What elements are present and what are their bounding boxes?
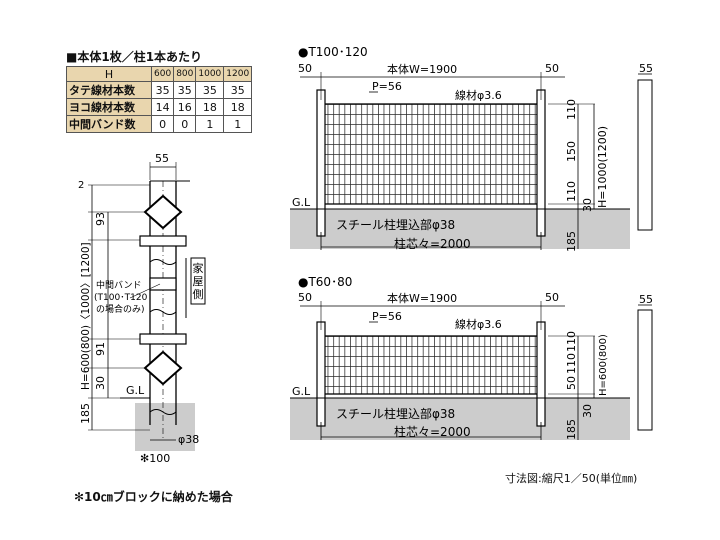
t100-dim-185: 185: [565, 231, 578, 252]
table-row: タテ線材本数 35 35 35 35: [66, 81, 253, 99]
lower-clamp: [139, 333, 187, 345]
t60-body-width: 本体W=1900: [387, 291, 457, 305]
t100-title: ●T100･120: [298, 45, 368, 59]
t60-height: H=600(800): [598, 334, 609, 396]
spec-table: H 600 800 1000 1200 タテ線材本数 35 35 35 35 ヨ…: [66, 66, 253, 133]
t60-mesh-panel: [321, 335, 541, 395]
t60-right-post-dim: 50: [545, 291, 559, 304]
post-diameter: φ38: [178, 433, 199, 446]
table-header-label: H: [66, 66, 152, 82]
t100-left-post: [316, 89, 326, 237]
table-header-height: 800: [173, 66, 197, 82]
leader-line: [129, 283, 161, 299]
upper-clamp: [139, 235, 187, 247]
house-side-char: 家: [193, 261, 204, 275]
footer-note: ✻10㎝ブロックに納めた場合: [74, 490, 233, 504]
t60-pitch: P=56: [372, 310, 402, 323]
table-header-row: H 600 800 1000 1200: [66, 66, 253, 82]
t60-left-post-dim: 50: [298, 291, 312, 304]
t60-side-width: 55: [639, 293, 653, 306]
post-detail: 55 2 93 91 30 185 H=600(800)〈1000〉[1200]…: [78, 152, 206, 465]
t60-post-center: 柱芯々=2000: [394, 424, 471, 439]
t100-ground: [290, 209, 630, 249]
t60-right-post: [536, 321, 546, 427]
table-cell: 18: [223, 98, 253, 116]
t60-title: ●T60･80: [298, 275, 352, 289]
t100-right-post-dim: 50: [545, 62, 559, 75]
table-cell: 0: [173, 115, 197, 133]
table-cell: 16: [173, 98, 197, 116]
band-label: の場合のみ): [96, 303, 145, 315]
elevation-t60: ●T60･80 50 50 本体W=1900 P=56 線材φ3.6 11: [290, 275, 653, 440]
break-mark: [149, 309, 177, 315]
t60-ground: [290, 398, 630, 440]
table-row: 中間バンド数 0 0 1 1: [66, 115, 253, 133]
t100-left-post-dim: 50: [298, 62, 312, 75]
house-side-label: 家屋側: [193, 261, 204, 301]
elevation-t100: ●T100･120 50 50 本体W=1900 P=56 線材φ3.6: [290, 45, 653, 252]
table-header-height: 1200: [223, 66, 253, 82]
house-side-box: [190, 257, 206, 305]
t60-side-post: [637, 309, 653, 431]
dim-30: 30: [94, 376, 107, 390]
t100-dim-30: 30: [581, 198, 594, 212]
t100-height: H=1000(1200): [596, 126, 609, 208]
t60-embed: スチール柱埋込部φ38: [336, 406, 455, 421]
top-rail-section: [143, 194, 183, 230]
middle-band: [149, 277, 177, 291]
post-height-label: H=600(800)〈1000〉[1200]: [80, 242, 92, 390]
t60-gl: G.L: [292, 385, 311, 398]
table-header-height: 1000: [195, 66, 225, 82]
t60-dim-50: 50: [565, 376, 578, 390]
t100-right-post: [536, 89, 546, 237]
dim-93: 93: [94, 212, 107, 226]
t100-embed: スチール柱埋込部φ38: [336, 217, 455, 232]
row-label: 中間バンド数: [66, 115, 152, 133]
break-mark: [149, 409, 177, 415]
break-mark: [149, 259, 177, 265]
t60-dim-30: 30: [581, 404, 594, 418]
table-row: ヨコ線材本数 14 16 18 18: [66, 98, 253, 116]
t60-left-post: [316, 321, 326, 427]
block-width: ✻100: [140, 452, 170, 465]
t60-dim-110-top: 110: [565, 331, 578, 352]
scale-note: 寸法図:縮尺1／50(単位㎜): [505, 472, 638, 485]
t100-pitch: P=56: [372, 80, 402, 93]
house-side-char: 側: [193, 288, 204, 301]
t100-post-center: 柱芯々=2000: [394, 236, 471, 251]
t60-dim-110-mid: 110: [565, 353, 578, 374]
t100-wire: 線材φ3.6: [455, 88, 502, 102]
row-label: ヨコ線材本数: [66, 98, 152, 116]
table-cell: 1: [195, 115, 225, 133]
house-side-char: 屋: [193, 275, 204, 288]
table-cell: 1: [223, 115, 253, 133]
t100-dim-110-bot: 110: [565, 181, 578, 202]
band-label: 中間バンド: [96, 279, 141, 291]
band-label: (T100･T120: [94, 293, 148, 303]
t100-dim-110-top: 110: [565, 99, 578, 120]
t100-side-post: [637, 79, 653, 231]
t60-wire: 線材φ3.6: [455, 317, 502, 331]
row-label: タテ線材本数: [66, 81, 152, 99]
t100-body-width: 本体W=1900: [387, 62, 457, 76]
t60-dim-185: 185: [565, 419, 578, 440]
dim-185: 185: [79, 403, 92, 424]
table-cell: 35: [173, 81, 197, 99]
post-top-width: 55: [155, 152, 169, 165]
table-cell: 14: [150, 98, 175, 116]
t100-gl: G.L: [292, 196, 311, 209]
t100-mesh-panel: [321, 103, 541, 205]
post-gl: G.L: [126, 384, 145, 397]
t100-dim-150: 150: [565, 141, 578, 162]
table-header-height: 600: [150, 66, 175, 82]
t100-side-width: 55: [639, 62, 653, 75]
concrete-block: [135, 403, 195, 451]
dim-top: 2: [78, 180, 84, 191]
bottom-rail-section: [143, 350, 183, 386]
table-title: ■本体1枚／柱1本あたり: [66, 50, 203, 64]
dim-91: 91: [94, 342, 107, 356]
